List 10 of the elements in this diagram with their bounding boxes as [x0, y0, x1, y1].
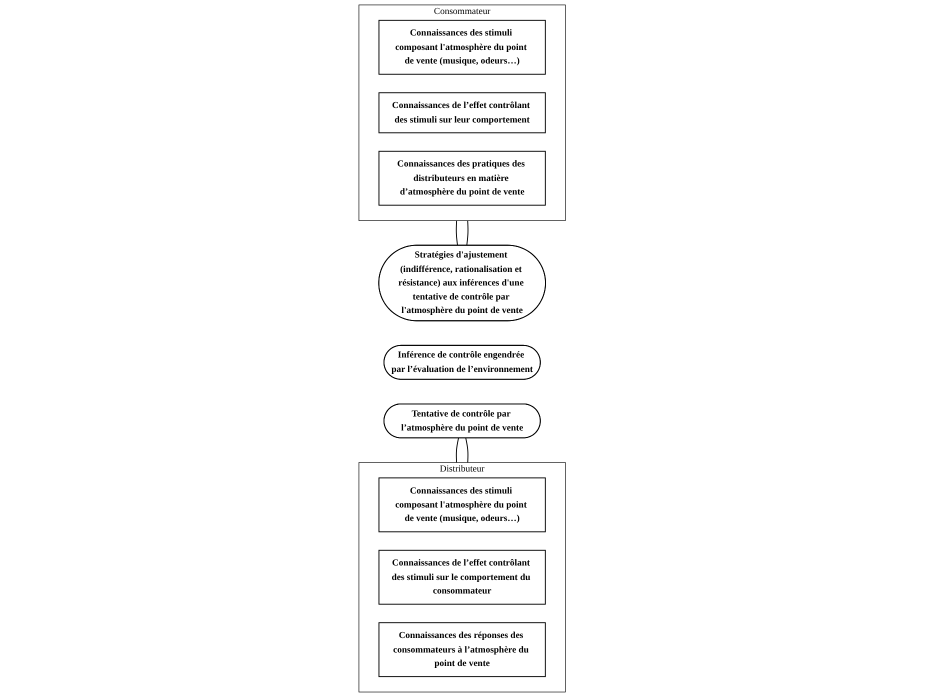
node-box: Connaissances des réponses des consommateurs à l’atmosphère du point de vente	[378, 622, 546, 678]
node-box: Connaissances de l’effet contrôlant des stimuli sur leur comportement	[378, 92, 546, 134]
node-box: Connaissances des stimuli composant l'atmosphère du point de vente (musique, odeurs…)	[378, 477, 546, 532]
node-box: Connaissances des stimuli composant l'atmosphère du point de vente (musique, odeurs…)	[378, 20, 546, 75]
node-box: Connaissances de l’effet contrôlant des stimuli sur le comportement du consommateur	[378, 550, 546, 605]
connector	[456, 220, 458, 246]
connector	[466, 220, 469, 246]
node-box: Connaissances des pratiques des distributeurs en matière d’atmosphère du point de vente	[378, 150, 546, 206]
connector	[456, 437, 460, 463]
connector	[466, 437, 469, 463]
